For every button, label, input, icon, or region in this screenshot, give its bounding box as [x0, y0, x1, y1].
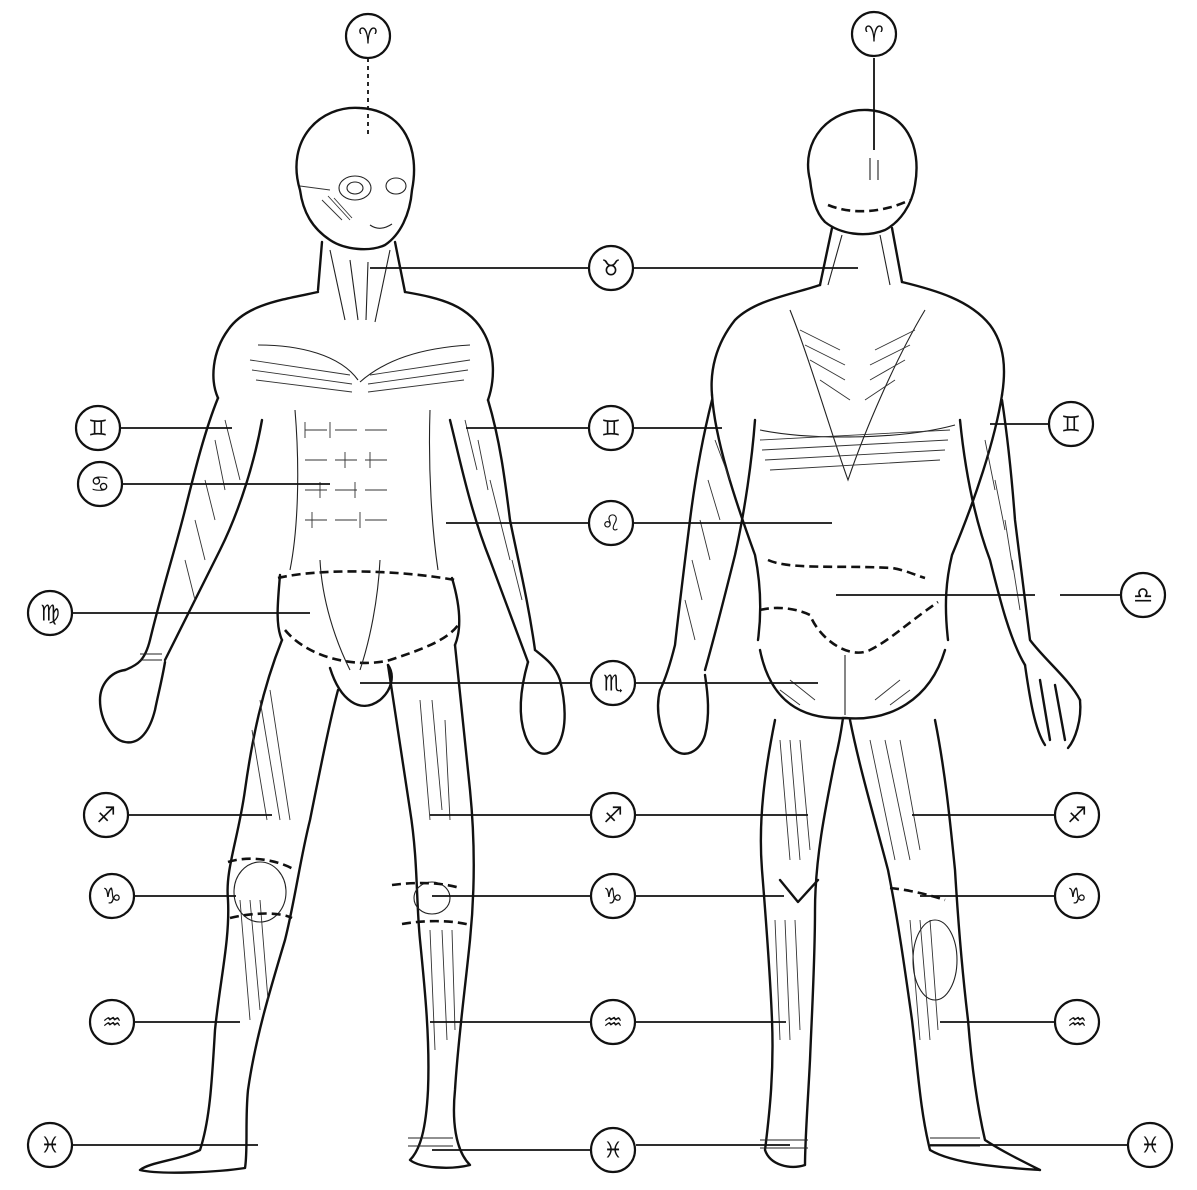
- badge-aquarius-back: ♒: [1055, 1000, 1099, 1044]
- aries-symbol: ♈: [358, 25, 378, 50]
- badge-aries-front: ♈: [346, 14, 390, 58]
- badge-leo: ♌: [589, 501, 633, 545]
- badge-gemini-center: ♊: [589, 406, 633, 450]
- badge-cancer: ♋: [78, 462, 122, 506]
- badge-sagittarius-center: ♐: [591, 793, 635, 837]
- pisces-symbol: ♓: [1140, 1134, 1160, 1159]
- badge-capricorn-front: ♑: [90, 874, 134, 918]
- aquarius-symbol: ♒: [1067, 1011, 1087, 1036]
- libra-symbol: ♎: [1133, 584, 1153, 609]
- badge-virgo: ♍: [28, 591, 72, 635]
- sagittarius-symbol: ♐: [603, 804, 623, 829]
- badge-taurus: ♉: [589, 246, 633, 290]
- badge-aries-back: ♈: [852, 12, 896, 56]
- badge-capricorn-center: ♑: [591, 874, 635, 918]
- badge-sagittarius-front: ♐: [84, 793, 128, 837]
- gemini-symbol: ♊: [1061, 413, 1081, 438]
- badge-aquarius-center: ♒: [591, 1000, 635, 1044]
- sagittarius-symbol: ♐: [96, 804, 116, 829]
- scorpio-symbol: ♏: [603, 672, 623, 697]
- virgo-symbol: ♍: [40, 602, 60, 627]
- badge-gemini-back-right: ♊: [1049, 402, 1093, 446]
- badge-aquarius-front: ♒: [90, 1000, 134, 1044]
- badge-pisces-front: ♓: [28, 1123, 72, 1167]
- pisces-symbol: ♓: [603, 1139, 623, 1164]
- gemini-symbol: ♊: [601, 417, 621, 442]
- badge-capricorn-back: ♑: [1055, 874, 1099, 918]
- aquarius-symbol: ♒: [102, 1011, 122, 1036]
- badge-pisces-back: ♓: [1128, 1123, 1172, 1167]
- cancer-symbol: ♋: [90, 473, 110, 498]
- taurus-symbol: ♉: [601, 257, 621, 282]
- badge-scorpio: ♏: [591, 661, 635, 705]
- leader-lines: [72, 58, 1128, 1150]
- back-figure: [658, 110, 1080, 1170]
- aquarius-symbol: ♒: [603, 1011, 623, 1036]
- badge-gemini-front-left: ♊: [76, 406, 120, 450]
- sagittarius-symbol: ♐: [1067, 804, 1087, 829]
- capricorn-symbol: ♑: [102, 885, 122, 910]
- capricorn-symbol: ♑: [603, 885, 623, 910]
- gemini-symbol: ♊: [88, 417, 108, 442]
- badge-pisces-center: ♓: [591, 1128, 635, 1172]
- aries-symbol: ♈: [864, 23, 884, 48]
- pisces-symbol: ♓: [40, 1134, 60, 1159]
- capricorn-symbol: ♑: [1067, 885, 1087, 910]
- leo-symbol: ♌: [601, 512, 621, 537]
- badge-libra: ♎: [1121, 573, 1165, 617]
- badge-sagittarius-back: ♐: [1055, 793, 1099, 837]
